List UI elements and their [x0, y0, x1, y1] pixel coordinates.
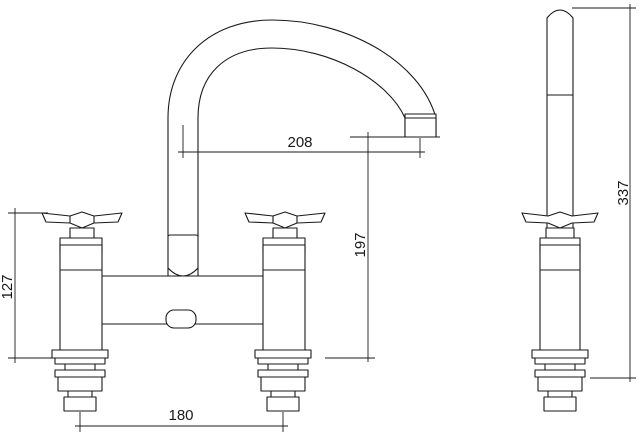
- side-view: [521, 9, 599, 412]
- dimension-overall-height: 337: [572, 4, 636, 382]
- spout-reach-value: 208: [287, 134, 312, 151]
- spout-height-value: 197: [352, 232, 369, 257]
- spout: [167, 19, 437, 280]
- dimension-spout-reach: 208: [178, 125, 425, 158]
- overall-height-value: 337: [615, 180, 632, 205]
- left-crosshead-handle: [41, 211, 123, 239]
- bridge-pipe: [99, 275, 267, 329]
- right-pillar: [254, 237, 312, 412]
- dimension-tap-centres: 180: [75, 407, 288, 432]
- left-pillar: [51, 237, 109, 412]
- dimension-spout-height: 197: [325, 132, 440, 362]
- dimension-handle-height: 127: [0, 208, 52, 363]
- front-view: [41, 19, 437, 412]
- handle-height-value: 127: [0, 274, 16, 299]
- tap-centres-value: 180: [168, 407, 193, 424]
- right-crosshead-handle: [244, 211, 326, 239]
